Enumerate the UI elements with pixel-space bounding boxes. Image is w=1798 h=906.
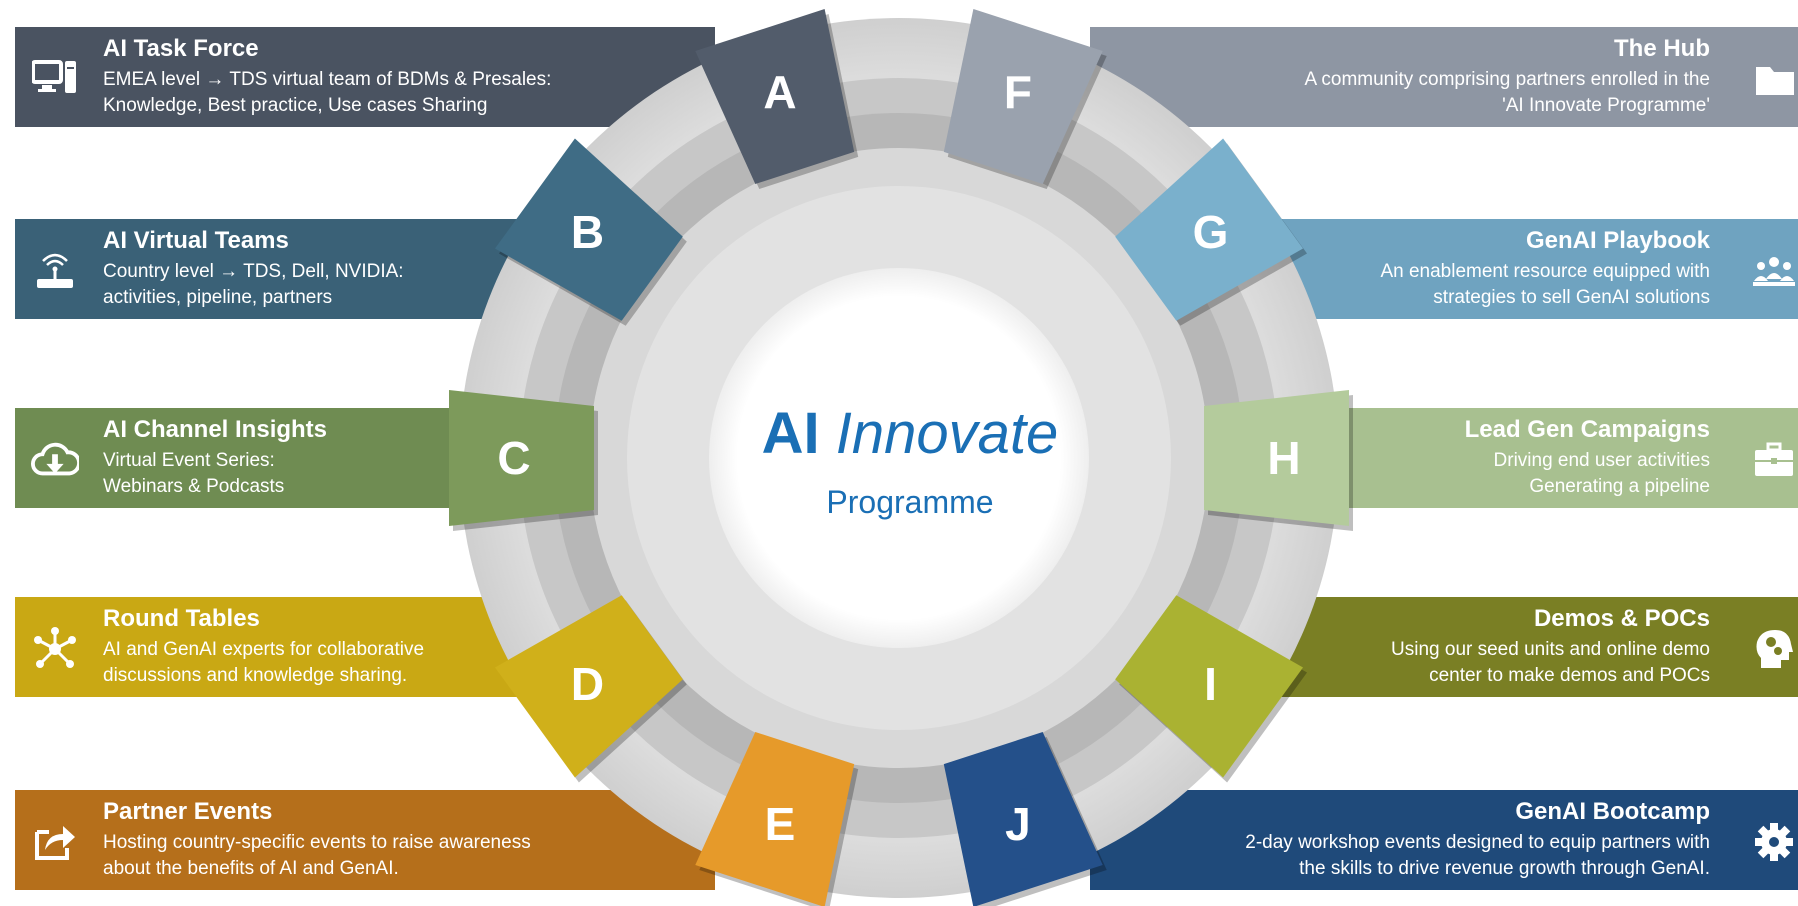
item-desc: Country level → TDS, Dell, NVIDIA: activ… bbox=[103, 261, 404, 308]
letter-i: I bbox=[1204, 658, 1217, 711]
item-title: GenAI Bootcamp bbox=[1515, 798, 1710, 825]
item-desc: AI and GenAI experts for collaborative d… bbox=[103, 639, 425, 686]
tab-b bbox=[494, 138, 683, 321]
tab-j bbox=[943, 732, 1103, 906]
letter-j: J bbox=[1005, 798, 1031, 851]
router-icon bbox=[31, 247, 79, 295]
center-title-bold: AI bbox=[761, 401, 820, 466]
briefcase-icon bbox=[1750, 436, 1798, 484]
item-title: The Hub bbox=[1614, 35, 1710, 62]
center-disk bbox=[709, 268, 1089, 648]
letter-c: C bbox=[497, 432, 531, 484]
center-subtitle: Programme bbox=[826, 484, 994, 520]
letter-tabs bbox=[449, 9, 1353, 906]
share-icon bbox=[31, 818, 79, 866]
item-title: Partner Events bbox=[103, 798, 273, 825]
item-title: AI Virtual Teams bbox=[103, 227, 289, 254]
bar-j: GenAI Bootcamp 2-day workshop events des… bbox=[1090, 790, 1798, 890]
tab-i bbox=[1115, 595, 1304, 778]
tab-d bbox=[494, 595, 683, 778]
letter-a: A bbox=[763, 65, 797, 118]
item-desc: A community comprising partners enrolled… bbox=[1304, 69, 1710, 116]
item-desc: Driving end user activities Generating a… bbox=[1493, 450, 1710, 497]
tab-e bbox=[695, 732, 855, 906]
item-desc: 2-day workshop events designed to equip … bbox=[1245, 832, 1710, 879]
tab-f bbox=[943, 9, 1103, 184]
cloud-download-icon bbox=[31, 436, 79, 484]
bar-a: AI Task Force EMEA level → TDS virtual t… bbox=[15, 27, 715, 127]
letter-b: B bbox=[570, 205, 605, 258]
item-title: Lead Gen Campaigns bbox=[1464, 416, 1710, 443]
head-gears-icon bbox=[1750, 625, 1798, 673]
item-desc: Virtual Event Series: Webinars & Podcast… bbox=[103, 450, 285, 497]
people-icon bbox=[1750, 247, 1798, 295]
folder-icon bbox=[1750, 55, 1798, 103]
item-title: AI Channel Insights bbox=[103, 416, 328, 443]
letter-f: F bbox=[1003, 65, 1033, 118]
computer-icon bbox=[31, 55, 79, 103]
item-title: AI Task Force bbox=[103, 35, 259, 62]
center-title-italic: Innovate bbox=[835, 401, 1059, 466]
item-desc: An enablement resource equipped with str… bbox=[1380, 261, 1710, 308]
tab-g bbox=[1115, 138, 1304, 321]
bar-e: Partner Events Hosting country-specific … bbox=[15, 790, 715, 890]
letter-h: H bbox=[1267, 432, 1301, 484]
letter-e: E bbox=[764, 798, 796, 851]
bar-f: The Hub A community comprising partners … bbox=[1090, 27, 1798, 127]
tab-c bbox=[449, 390, 594, 526]
gear-icon bbox=[1750, 818, 1798, 866]
letter-d: D bbox=[570, 658, 605, 711]
item-title: Demos & POCs bbox=[1533, 605, 1710, 632]
item-title: GenAI Playbook bbox=[1525, 227, 1710, 254]
item-desc: Using our seed units and online demo cen… bbox=[1391, 639, 1710, 686]
center-title: AI Innovate bbox=[700, 402, 1120, 466]
network-icon bbox=[31, 625, 79, 673]
letter-g: G bbox=[1192, 205, 1229, 258]
item-title: Round Tables bbox=[103, 605, 260, 632]
item-desc: Hosting country-specific events to raise… bbox=[103, 832, 531, 879]
item-desc: EMEA level → TDS virtual team of BDMs & … bbox=[103, 69, 552, 116]
tab-a bbox=[695, 9, 855, 184]
tab-h bbox=[1204, 390, 1349, 526]
